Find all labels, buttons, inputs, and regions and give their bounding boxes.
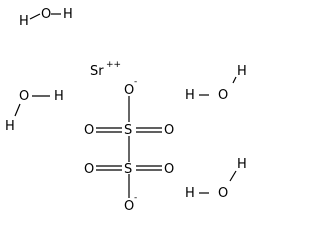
- water-molecule-2: H O H: [185, 64, 247, 103]
- water-1-hydrogen-left: H: [19, 14, 29, 29]
- water-3-oxygen: O: [19, 89, 29, 104]
- water-molecule-4: H O H: [185, 157, 247, 201]
- water-molecule-3: O H H: [5, 89, 64, 134]
- dithionate-anion: O - O S O O S O O -: [84, 77, 174, 214]
- strontium-ion: Sr ++: [90, 60, 121, 79]
- water-1-oxygen: O: [41, 7, 51, 22]
- sulfur-bottom: S: [124, 162, 132, 177]
- chemical-structure: H O H Sr ++ H O H O H H: [5, 7, 247, 214]
- charge-top: -: [134, 77, 137, 87]
- water-4-hydrogen-left: H: [185, 186, 195, 201]
- oxygen-top-right: O: [164, 123, 174, 138]
- water-1-hydrogen-right: H: [63, 7, 73, 22]
- water-3-hydrogen-bottom: H: [5, 119, 15, 134]
- oxygen-bottom-left: O: [84, 162, 94, 177]
- water-4-oxygen: O: [218, 186, 228, 201]
- sulfur-top: S: [124, 123, 132, 138]
- water-2-oxygen: O: [218, 88, 228, 103]
- oxygen-bottom-right: O: [164, 162, 174, 177]
- strontium-charge: ++: [106, 60, 121, 70]
- water-4-hydrogen-top: H: [237, 157, 247, 172]
- charge-bottom: -: [134, 193, 137, 203]
- oxygen-bottom-anionic: O: [124, 199, 134, 214]
- oxygen-top-left: O: [84, 123, 94, 138]
- oxygen-top-anionic: O: [124, 83, 134, 98]
- strontium-symbol: Sr: [90, 64, 104, 79]
- water-molecule-1: H O H: [19, 7, 73, 29]
- water-3-hydrogen-right: H: [54, 89, 64, 104]
- water-2-hydrogen-top: H: [237, 64, 247, 79]
- water-2-hydrogen-left: H: [185, 88, 195, 103]
